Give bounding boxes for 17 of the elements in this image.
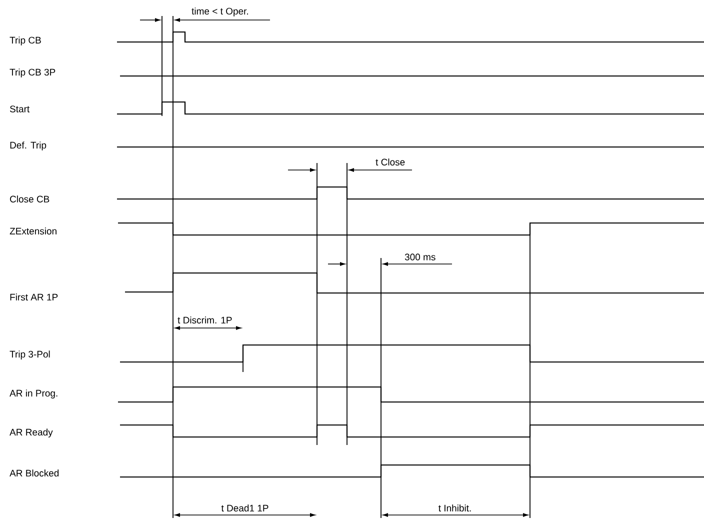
signal-name: Trip CB 3P: [8, 68, 57, 78]
signal-name: Trip 3-Pol: [8, 350, 52, 360]
signal-name: Close CB: [8, 194, 51, 204]
signal-name: Start: [8, 104, 31, 114]
dimension-label: t Discrim. 1P: [176, 316, 234, 324]
signal-name: AR in Prog.: [8, 388, 60, 400]
signal-name: ZExtension: [8, 226, 58, 236]
signal-name: First AR 1P: [8, 292, 60, 302]
signal-name: AR Ready: [8, 428, 54, 438]
dimension-label: t Dead1 1P: [220, 504, 270, 512]
signal-name: AR Blocked: [8, 468, 60, 478]
dimension-label: t Close: [374, 158, 406, 166]
dimension-label: 300 ms: [404, 252, 437, 262]
signal-name: Trip CB: [8, 36, 42, 46]
signal-name: Def. Trip: [8, 140, 48, 152]
dimension-label: time < t Oper.: [190, 6, 250, 18]
dimension-label: t Inhibit.: [437, 504, 473, 512]
